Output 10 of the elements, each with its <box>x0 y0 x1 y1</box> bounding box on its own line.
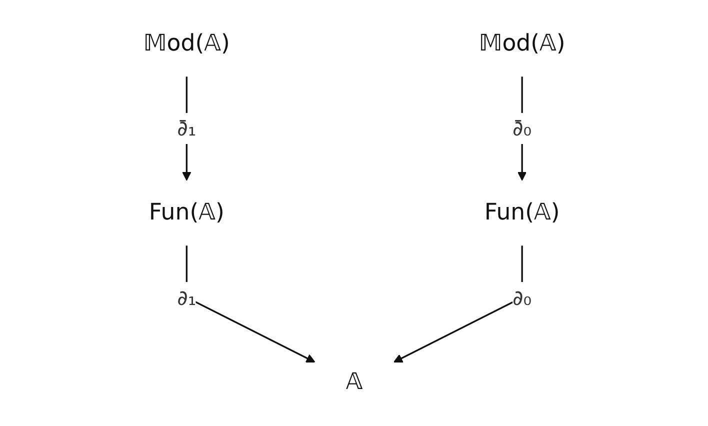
edge-label: ∂₁ <box>176 285 196 310</box>
node-text: 𝕄od(𝔸) <box>143 31 230 57</box>
edge-label: ∂₀ <box>512 285 532 310</box>
node-text: 𝔸 <box>346 369 362 395</box>
edge-label: ∂̄₀ <box>512 116 532 141</box>
edge-label: ∂̄₁ <box>176 116 196 141</box>
node-text: Fun(𝔸) <box>484 200 560 226</box>
node-text: Fun(𝔸) <box>148 200 224 226</box>
node-text: 𝕄od(𝔸) <box>478 31 565 57</box>
diagram: ∂̄₁ ∂₁ ∂̄₀ ∂₀ 𝕄od(𝔸) 𝕄od(𝔸) Fun(𝔸) Fun(𝔸) 𝔸 <box>104 3 604 423</box>
